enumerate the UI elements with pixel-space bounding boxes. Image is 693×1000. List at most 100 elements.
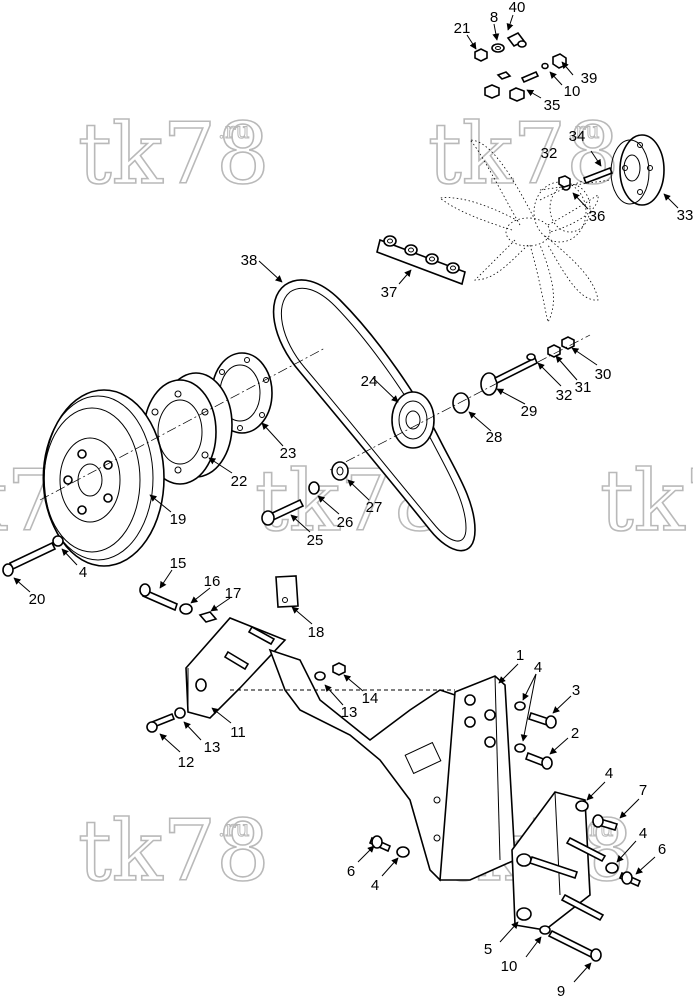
idler-pulley-24 xyxy=(391,391,435,449)
idler-group xyxy=(329,334,598,471)
callout-31: 31 xyxy=(575,379,592,396)
callout-32-lower: 32 xyxy=(556,387,573,404)
washer-4-right-low xyxy=(605,862,619,874)
callout-13-right: 13 xyxy=(341,704,358,721)
callout-labels: 40 8 21 39 10 35 34 32 36 33 37 38 24 30… xyxy=(29,0,693,1000)
stud-5-a xyxy=(528,855,579,880)
washer-4-mid xyxy=(514,743,526,753)
callout-35: 35 xyxy=(544,97,561,114)
callout-6-right: 6 xyxy=(658,841,666,858)
callout-2: 2 xyxy=(571,725,579,742)
stud-5-b xyxy=(565,836,607,863)
watermark-suffix: .ru xyxy=(218,817,250,842)
lower-left-bolt-group xyxy=(357,835,410,877)
watermark-suffix: .ru xyxy=(568,119,600,144)
callout-40: 40 xyxy=(509,0,526,16)
callout-14: 14 xyxy=(362,690,379,707)
bracket-hardware-group xyxy=(139,569,313,625)
watermark-text: tk78 xyxy=(600,452,693,550)
callout-10: 10 xyxy=(564,83,581,100)
callout-6-left: 6 xyxy=(347,863,355,880)
stud-34 xyxy=(582,166,614,185)
callout-22: 22 xyxy=(231,473,248,490)
washer-4-pulley xyxy=(52,535,64,547)
bolt-29 xyxy=(493,356,539,385)
nut-39 xyxy=(552,53,567,69)
bottom-bolt-group xyxy=(525,925,602,983)
watermark-suffix: .ru xyxy=(218,119,250,144)
watermark-text: tk78 xyxy=(78,802,270,900)
nut-14 xyxy=(332,662,346,676)
fan-assembly xyxy=(439,139,611,324)
nut-30 xyxy=(561,336,575,350)
callout-8: 8 xyxy=(490,9,498,26)
stud-11-b xyxy=(247,625,276,646)
bushing-29 xyxy=(480,372,498,396)
right-bolt-group xyxy=(575,781,656,888)
callout-34: 34 xyxy=(569,128,586,145)
top-hardware-group xyxy=(466,14,574,102)
washer-4-left-low xyxy=(396,846,410,858)
callout-23: 23 xyxy=(280,445,297,462)
bracket-5 xyxy=(499,791,607,943)
callout-33: 33 xyxy=(677,207,693,224)
callout-12: 12 xyxy=(178,754,195,771)
callout-21: 21 xyxy=(454,20,471,37)
callout-26: 26 xyxy=(337,514,354,531)
callout-10-bottom: 10 xyxy=(501,958,518,975)
pulley-bolt-group xyxy=(2,535,78,593)
stud-11-a xyxy=(223,650,250,671)
washer-10 xyxy=(541,62,549,70)
callout-4-left-low: 4 xyxy=(371,877,379,894)
stud-5-c xyxy=(560,893,605,922)
nut-31 xyxy=(547,344,561,358)
callout-15: 15 xyxy=(170,555,187,572)
callout-1: 1 xyxy=(516,647,524,664)
callout-37: 37 xyxy=(381,284,398,301)
fitting-40-end xyxy=(517,40,527,48)
callout-4-right-top: 4 xyxy=(605,765,613,782)
stud-35 xyxy=(520,70,540,84)
washer-strip-37 xyxy=(376,235,466,286)
small-bolt-group xyxy=(146,662,364,753)
main-bracket-1 xyxy=(230,648,519,882)
callout-30: 30 xyxy=(595,366,612,383)
callout-13: 13 xyxy=(204,739,221,756)
spacer-28 xyxy=(452,392,470,414)
flange-33 xyxy=(619,134,665,206)
callout-18: 18 xyxy=(308,624,325,641)
washer-16 xyxy=(179,603,193,615)
crank-pulley-group xyxy=(39,347,326,567)
watermark-text: tk78 xyxy=(428,105,620,203)
bracket-arm xyxy=(268,648,471,882)
washer-10-bottom xyxy=(539,925,551,935)
callout-11: 11 xyxy=(230,724,246,741)
callout-9: 9 xyxy=(557,983,565,1000)
callout-5: 5 xyxy=(484,941,492,958)
nut-21-lower xyxy=(484,84,500,99)
bolt-9 xyxy=(547,929,598,960)
callout-20: 20 xyxy=(29,591,46,608)
washer-27 xyxy=(331,461,349,481)
callout-17: 17 xyxy=(225,585,242,602)
washer-8 xyxy=(491,43,505,53)
callout-38: 38 xyxy=(241,252,258,269)
callout-24: 24 xyxy=(361,373,378,390)
callout-7: 7 xyxy=(639,782,647,799)
callout-4-upper: 4 xyxy=(534,659,542,676)
nut-32-top xyxy=(558,175,571,188)
callout-28: 28 xyxy=(486,429,503,446)
callout-32: 32 xyxy=(541,145,558,162)
callout-29: 29 xyxy=(521,403,538,420)
callout-25: 25 xyxy=(307,532,324,549)
callout-4-pulley: 4 xyxy=(79,564,87,581)
callout-39: 39 xyxy=(581,70,598,87)
bracket-11 xyxy=(185,617,287,724)
hub-flange-group xyxy=(558,134,679,210)
washer-13 xyxy=(174,707,186,719)
spacer-17 xyxy=(198,611,218,623)
callout-3: 3 xyxy=(572,682,580,699)
washer-26 xyxy=(308,481,320,495)
callout-19: 19 xyxy=(170,511,187,528)
